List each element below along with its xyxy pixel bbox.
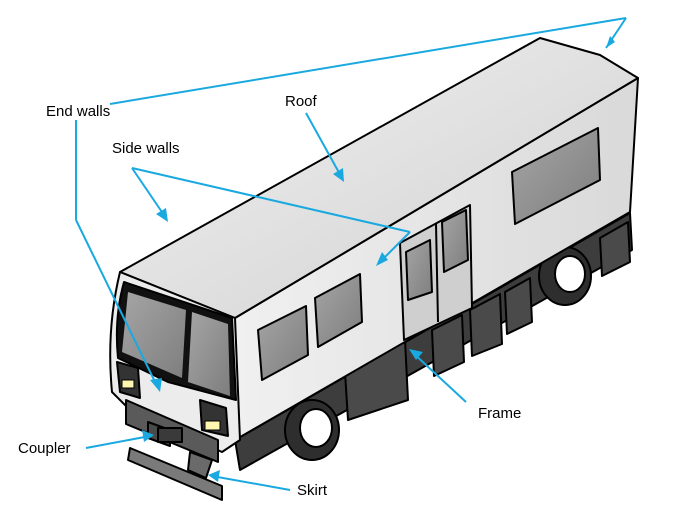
headlight-left bbox=[116, 361, 141, 399]
wheel-rear bbox=[538, 246, 592, 306]
headlight-right bbox=[199, 399, 229, 437]
wheel-front bbox=[284, 399, 340, 461]
label-end-walls: End walls bbox=[46, 103, 110, 120]
label-roof: Roof bbox=[285, 93, 318, 110]
side-window-1 bbox=[257, 305, 309, 381]
side-door bbox=[399, 204, 473, 341]
skirt bbox=[127, 447, 223, 501]
side-window-3 bbox=[511, 127, 601, 225]
label-side-walls: Side walls bbox=[112, 140, 180, 157]
label-skirt: Skirt bbox=[297, 482, 328, 499]
coupler bbox=[125, 399, 219, 463]
frame bbox=[234, 212, 633, 471]
leader-lines bbox=[75, 17, 627, 491]
label-frame: Frame bbox=[478, 405, 521, 422]
side-window-2 bbox=[314, 273, 363, 348]
label-coupler: Coupler bbox=[18, 440, 71, 457]
